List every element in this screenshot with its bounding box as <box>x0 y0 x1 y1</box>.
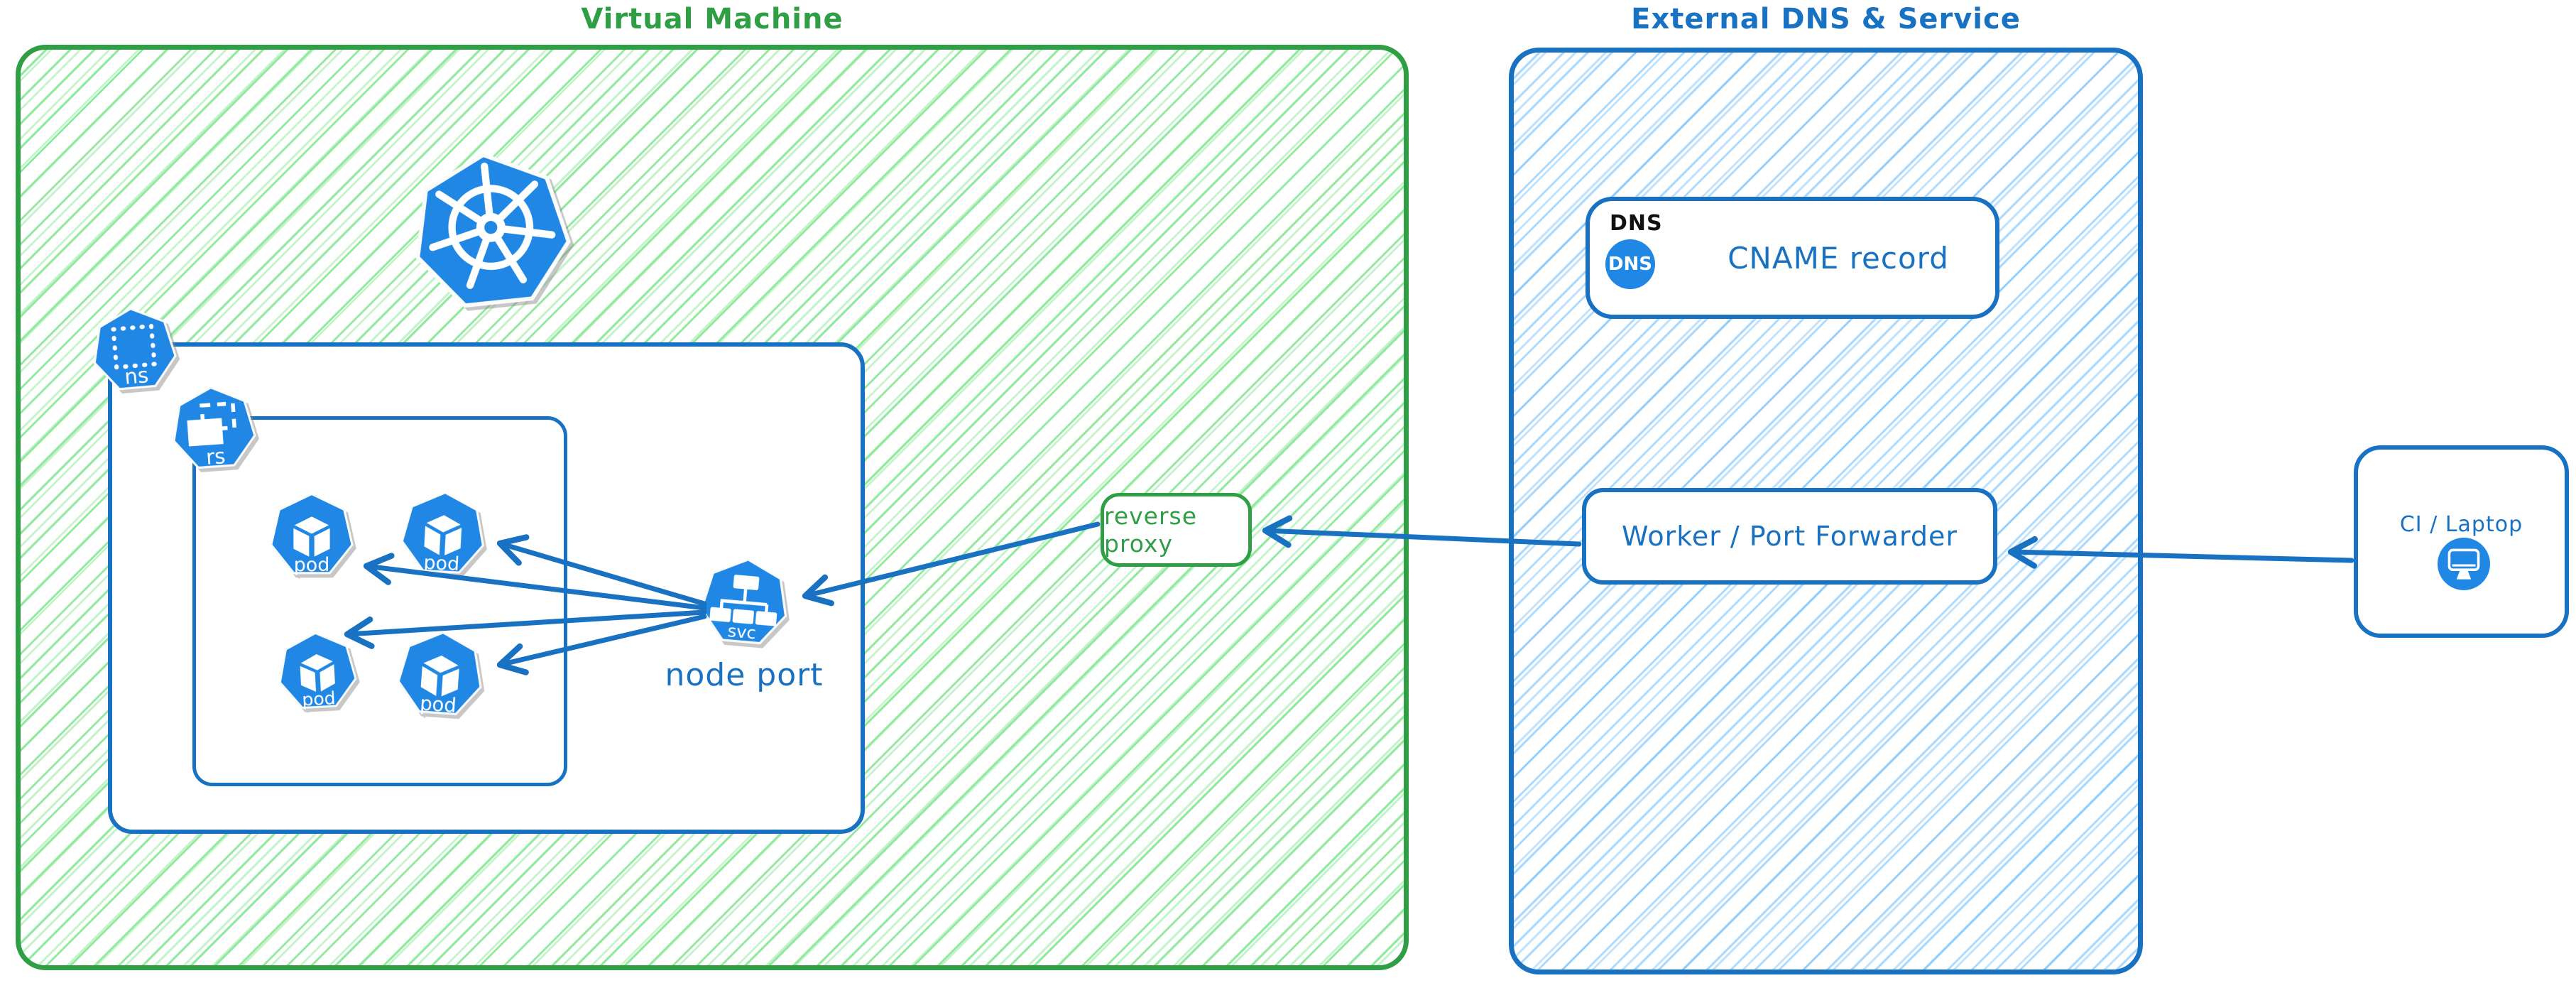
worker-box: Worker / Port Forwarder <box>1582 488 1997 585</box>
pod-3-icon: pod <box>275 627 360 717</box>
worker-label: Worker / Port Forwarder <box>1621 521 1958 552</box>
service-tree-glyph <box>709 575 777 626</box>
cube-glyph <box>419 653 463 700</box>
service-badge-label: svc <box>727 621 757 643</box>
cube-glyph <box>422 513 465 558</box>
cube-glyph <box>290 514 333 560</box>
namespace-badge-label: ns <box>124 363 150 389</box>
replicaset-box <box>192 416 567 786</box>
laptop-icon <box>2438 538 2490 590</box>
pod-label: pod <box>302 688 337 710</box>
cname-record-label: CNAME record <box>1728 241 1949 276</box>
reverse-proxy-box: reverse proxy <box>1101 493 1252 567</box>
pod-label: pod <box>419 693 457 717</box>
ci-laptop-box: CI / Laptop <box>2354 445 2569 638</box>
ci-laptop-label: CI / Laptop <box>2399 512 2523 537</box>
dns-tag: DNS <box>1610 211 1663 236</box>
service-icon: svc <box>696 553 794 653</box>
pod-label: pod <box>423 552 460 576</box>
pod-label: pod <box>294 554 329 576</box>
dns-badge-label: DNS <box>1608 254 1653 275</box>
node-port-label: node port <box>665 657 824 693</box>
dns-box: DNS DNS CNAME record <box>1586 197 1999 319</box>
kubernetes-logo-icon <box>402 140 581 325</box>
pod-2-icon: pod <box>398 487 489 581</box>
pod-4-icon: pod <box>393 626 488 723</box>
vm-title: Virtual Machine <box>581 3 844 36</box>
external-title: External DNS & Service <box>1631 3 2021 36</box>
replicaset-badge-icon: rs <box>168 381 260 477</box>
dns-badge-icon: DNS <box>1605 239 1655 289</box>
cube-glyph <box>297 652 337 695</box>
reverse-proxy-label: reverse proxy <box>1104 502 1198 558</box>
dotted-square-glyph <box>111 323 157 370</box>
namespace-badge-icon: ns <box>87 302 182 398</box>
pod-1-icon: pod <box>268 491 355 580</box>
replicaset-badge-label: rs <box>205 444 227 469</box>
